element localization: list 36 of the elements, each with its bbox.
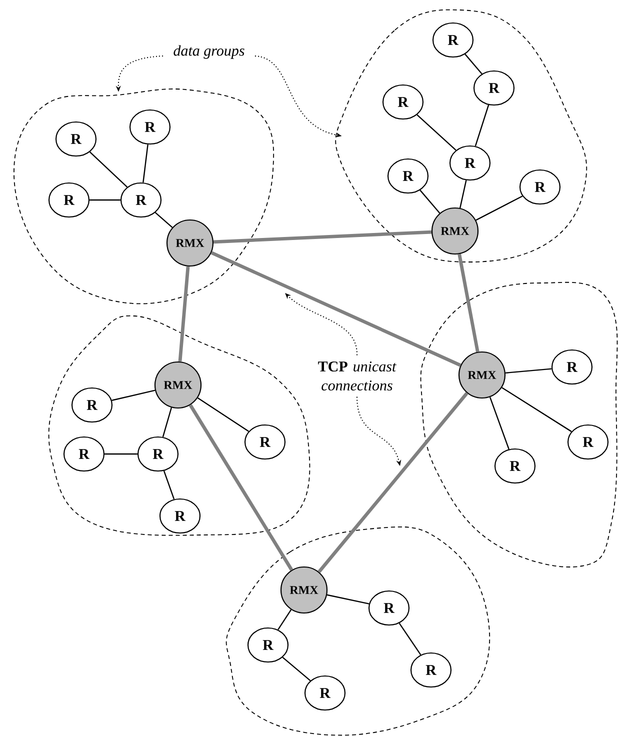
- group-outline: [226, 526, 490, 736]
- link-line: [90, 199, 120, 201]
- link-line: [162, 407, 172, 438]
- link-line: [502, 387, 572, 432]
- connection-line: [210, 251, 462, 367]
- connection-line: [213, 230, 432, 244]
- connection-line: [178, 266, 190, 362]
- group-outline: [335, 9, 588, 262]
- link-line: [142, 144, 148, 183]
- link-line: [474, 104, 490, 146]
- connection-line: [458, 254, 480, 352]
- link-line: [197, 397, 250, 432]
- link-line: [282, 656, 311, 682]
- link-line: [163, 470, 175, 500]
- link-line: [326, 594, 370, 604]
- link-line: [398, 622, 422, 656]
- link-line: [154, 212, 173, 228]
- link-line: [104, 453, 138, 455]
- link-line: [476, 196, 523, 221]
- link-line: [464, 54, 482, 74]
- connection-line: [318, 392, 468, 573]
- link-line: [489, 396, 510, 450]
- group-outline: [14, 88, 274, 304]
- link-line: [89, 152, 128, 188]
- link-line: [459, 180, 467, 208]
- connection-line: [188, 404, 294, 571]
- annotation-text: data groups: [174, 45, 244, 59]
- annotation-text: TCP unicast connections: [318, 361, 396, 391]
- link-line: [420, 190, 440, 214]
- group-outline: [48, 315, 310, 536]
- leader-line: [285, 293, 358, 356]
- link-line: [416, 114, 456, 151]
- group-outline: [420, 282, 618, 568]
- link-line: [505, 368, 552, 374]
- link-line: [278, 609, 292, 630]
- link-line: [112, 390, 156, 401]
